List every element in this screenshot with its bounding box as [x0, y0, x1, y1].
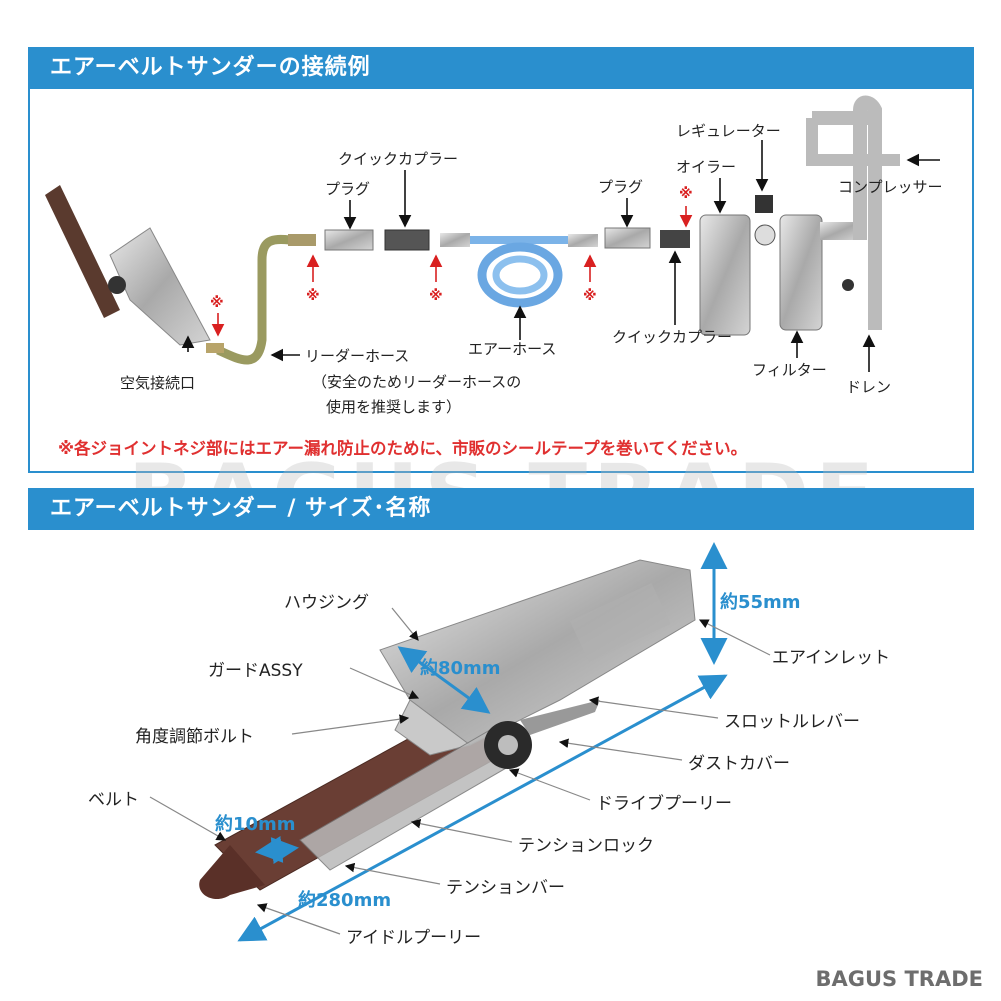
- part-idle-pulley: アイドルプーリー: [346, 928, 482, 948]
- part-tension-bar: テンションバー: [446, 878, 565, 898]
- dim-height: 約55mm: [720, 592, 801, 613]
- part-dust-cover: ダストカバー: [688, 754, 790, 774]
- mark-plug-right: ※: [583, 288, 597, 304]
- frl-unit-image: [699, 95, 900, 336]
- label-leader-hose: リーダーホース: [305, 347, 410, 365]
- label-plug-left: プラグ: [325, 180, 371, 198]
- plug-coupler-right-image: [604, 227, 690, 249]
- dim-length: 約280mm: [298, 890, 392, 911]
- arrows-section1: [181, 140, 940, 372]
- brand-logo: BAGUS TRADE: [815, 967, 983, 991]
- sealing-tape-note: ※各ジョイントネジ部にはエアー漏れ防止のために、市販のシールテープを巻いてくださ…: [58, 439, 748, 458]
- label-quick-coupler-top: クイックカプラー: [338, 150, 459, 168]
- label-plug-right: プラグ: [598, 178, 644, 196]
- label-compressor: コンプレッサー: [838, 178, 943, 196]
- part-belt: ベルト: [88, 790, 139, 810]
- red-arrows: [211, 206, 693, 337]
- section2-header: エアーベルトサンダー / サイズ･名称: [28, 488, 974, 530]
- connection-panel: [28, 89, 974, 473]
- label-regulator: レギュレーター: [676, 122, 781, 140]
- dimension-arrows: [237, 542, 728, 942]
- part-throttle: スロットルレバー: [724, 712, 860, 732]
- sander-small-image: [45, 185, 211, 346]
- label-drain: ドレン: [846, 378, 892, 396]
- leader-lines: [149, 607, 771, 935]
- mark-air-inlet: ※: [210, 295, 224, 311]
- dim-head: 約80mm: [420, 658, 501, 679]
- mark-coupler-right: ※: [679, 186, 693, 202]
- plug-coupler-left-image: [324, 229, 470, 251]
- leader-hose-image: [206, 234, 316, 365]
- label-leader-hose-note1: （安全のためリーダーホースの: [312, 373, 522, 391]
- mark-plug-left: ※: [306, 288, 320, 304]
- dim-width: 約10mm: [215, 814, 296, 835]
- label-air-inlet: 空気接続口: [120, 374, 196, 392]
- part-drive-pulley: ドライブプーリー: [596, 794, 732, 814]
- label-quick-coupler-bottom: クイックカプラー: [612, 328, 733, 346]
- part-air-inlet: エアインレット: [772, 648, 891, 668]
- section2-title: エアーベルトサンダー / サイズ･名称: [50, 496, 432, 521]
- mark-coupler-left: ※: [429, 288, 443, 304]
- part-angle-bolt: 角度調節ボルト: [135, 727, 254, 747]
- section1-header: エアーベルトサンダーの接続例: [28, 47, 974, 89]
- part-housing: ハウジング: [284, 593, 369, 613]
- label-oiler: オイラー: [676, 158, 737, 176]
- part-guard: ガードASSY: [208, 661, 303, 681]
- label-filter: フィルター: [752, 361, 827, 379]
- label-leader-hose-note2: 使用を推奨します）: [326, 398, 462, 416]
- air-hose-image: [470, 234, 598, 308]
- section1-title: エアーベルトサンダーの接続例: [50, 55, 371, 80]
- label-air-hose: エアーホース: [468, 340, 557, 358]
- part-tension-lock: テンションロック: [518, 836, 654, 856]
